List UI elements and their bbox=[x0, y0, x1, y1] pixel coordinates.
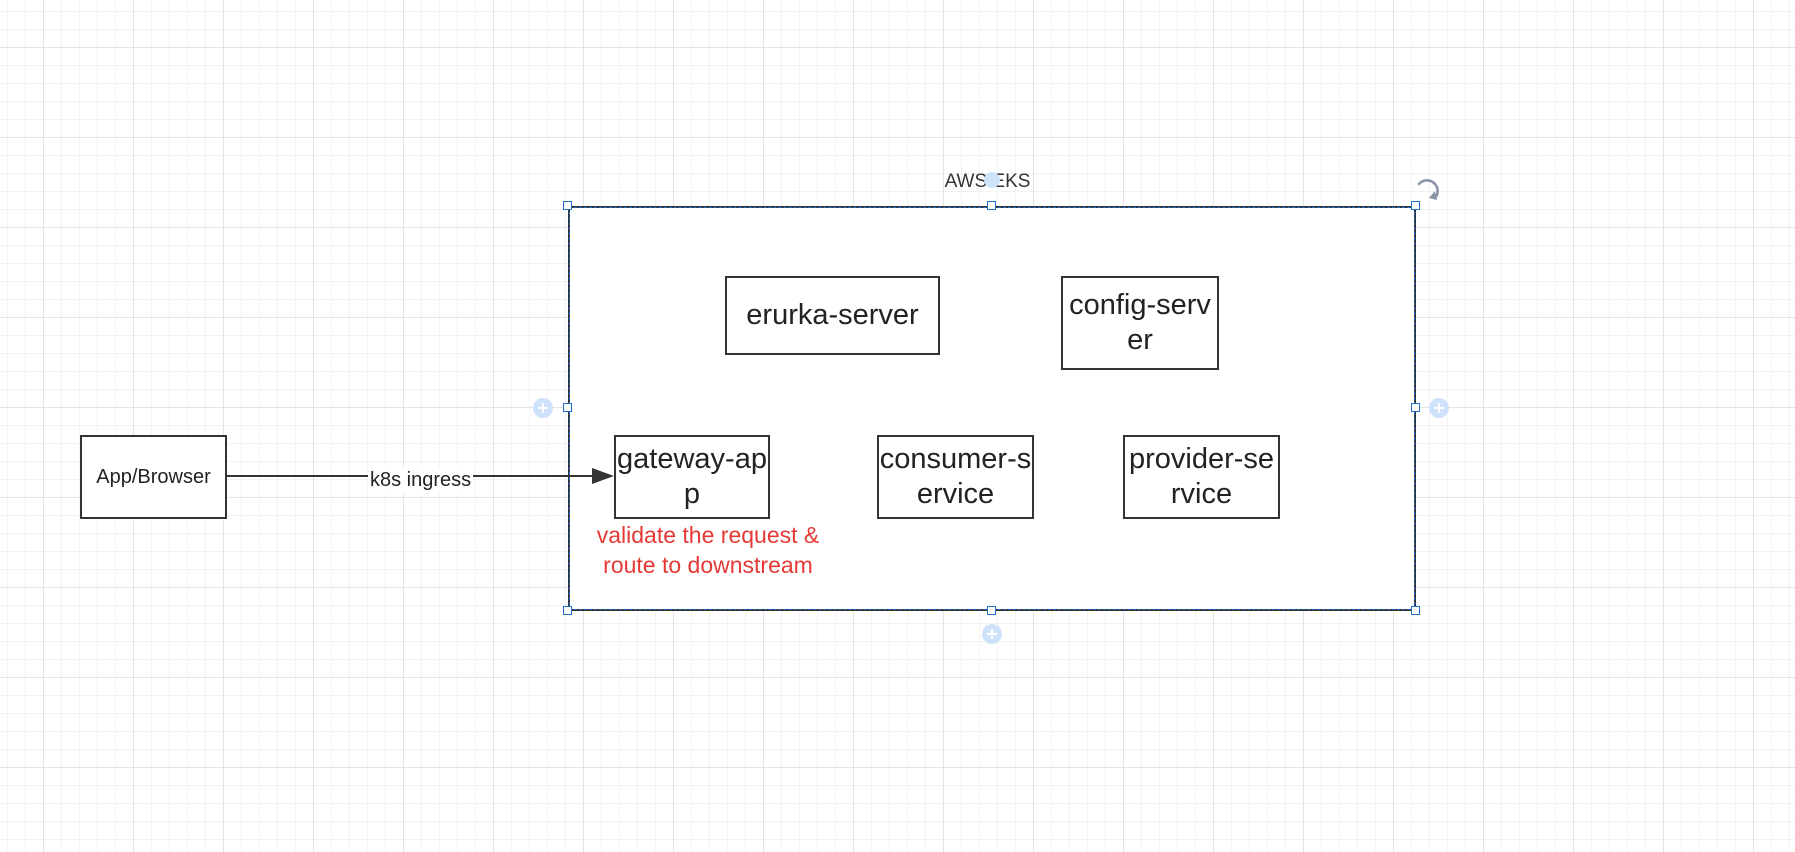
aws-eks-container[interactable] bbox=[568, 206, 1416, 611]
resize-handle-nw[interactable] bbox=[563, 201, 572, 210]
edge-label[interactable]: k8s ingress bbox=[368, 467, 474, 493]
gateway-app-node[interactable]: gateway-app bbox=[614, 435, 770, 519]
resize-handle-w[interactable] bbox=[563, 403, 572, 412]
rotate-icon[interactable] bbox=[1413, 176, 1443, 206]
add-connection-icon-left[interactable] bbox=[533, 398, 553, 418]
resize-handle-ne[interactable] bbox=[1411, 201, 1420, 210]
config-server-node[interactable]: config-server bbox=[1061, 276, 1219, 370]
resize-handle-e[interactable] bbox=[1411, 403, 1420, 412]
app-browser-node[interactable]: App/Browser bbox=[80, 435, 227, 519]
gateway-annotation[interactable]: validate the request & route to downstre… bbox=[596, 522, 820, 578]
resize-handle-n[interactable] bbox=[987, 201, 996, 210]
add-connection-icon-bottom[interactable] bbox=[982, 624, 1002, 644]
resize-handle-se[interactable] bbox=[1411, 606, 1420, 615]
edge-arrowhead bbox=[592, 468, 614, 484]
eureka-server-node[interactable]: erurka-server bbox=[725, 276, 940, 355]
provider-service-node[interactable]: provider-service bbox=[1123, 435, 1280, 519]
resize-handle-s[interactable] bbox=[987, 606, 996, 615]
connection-point-top[interactable] bbox=[984, 172, 1000, 188]
consumer-service-node[interactable]: consumer-service bbox=[877, 435, 1034, 519]
resize-handle-sw[interactable] bbox=[563, 606, 572, 615]
add-connection-icon-right[interactable] bbox=[1429, 398, 1449, 418]
